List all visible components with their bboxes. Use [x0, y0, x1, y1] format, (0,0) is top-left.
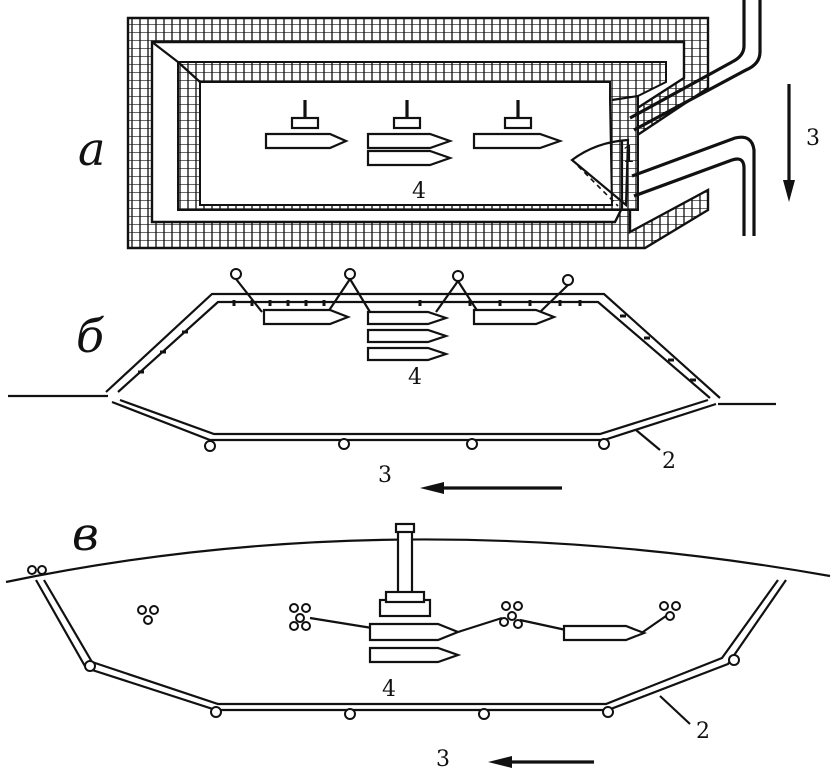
mooring-lines-c: [309, 615, 667, 635]
surface-curve-c: [5, 538, 831, 584]
pontoon-bottom-b: [111, 400, 717, 442]
ship-hull-b5: [472, 308, 558, 326]
label-flow-a: 3: [806, 126, 820, 151]
label-flow-b: 3: [378, 463, 392, 488]
dock-frame-b-inner: [117, 300, 711, 399]
leader-2-b: [635, 429, 661, 451]
label-flow-c: 3: [436, 747, 450, 772]
dock-corner-lines: [151, 41, 639, 102]
label-ships-a: 4: [412, 179, 426, 204]
label-ships-c: 4: [382, 677, 396, 702]
drain-pipe: [631, 135, 756, 236]
ship-hull-b1: [262, 308, 352, 326]
ship-hull-a1: [264, 132, 349, 150]
buoys-c: [27, 565, 681, 631]
ship-hull-c1: [368, 622, 461, 642]
label-ships-b: 4: [408, 365, 422, 390]
dock-gate: [570, 138, 630, 208]
ship-hull-c3: [562, 624, 648, 642]
panel-a-label: а: [78, 122, 105, 176]
label-wall-c: 2: [696, 719, 710, 744]
dock-frame-b: [105, 292, 721, 399]
panel-b-label: б: [76, 309, 105, 363]
keel-supports: [290, 100, 533, 130]
pontoon-joints-b: [204, 438, 610, 452]
ship-hull-b4: [366, 346, 450, 362]
ship-hull-a2: [366, 132, 454, 150]
label-wall-b: 2: [662, 449, 676, 474]
mooring-lines-b: [230, 268, 574, 313]
caisson-tower: [378, 522, 432, 618]
waterline-b: [8, 394, 776, 406]
wall-c: [35, 579, 787, 712]
ship-hull-a3: [366, 149, 454, 167]
dock-outer-wall: [126, 16, 710, 250]
panel-c: в 4 2 3: [5, 507, 831, 772]
panel-a: а 1 4 3: [78, 0, 820, 250]
ship-hull-a4: [472, 132, 564, 150]
feed-pipe: [633, 0, 762, 132]
panel-b: б 4 2 3: [8, 268, 776, 494]
ship-hull-b2: [366, 310, 450, 326]
leader-2-c: [659, 695, 691, 725]
ship-hull-c2: [368, 646, 462, 664]
label-gate-1: 1: [622, 143, 636, 168]
ship-hull-b3: [366, 328, 450, 344]
panel-c-label: в: [72, 507, 99, 561]
wall-joints-c: [84, 654, 740, 720]
